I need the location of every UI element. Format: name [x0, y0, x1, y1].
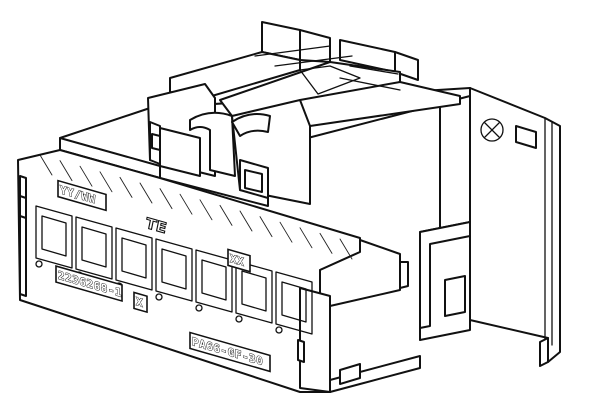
rib-line: [99, 171, 113, 193]
top-ribs: [39, 154, 353, 260]
rib-line: [279, 221, 293, 243]
housing-right-block: [419, 87, 561, 367]
logo-text: TE: [146, 214, 167, 238]
cavity: [35, 205, 73, 269]
marking-cavity-code: XX: [227, 248, 251, 273]
rib-line: [219, 204, 233, 226]
cavity: [235, 260, 273, 324]
side-slot: [515, 125, 537, 149]
latch-assembly: [147, 21, 461, 205]
front-housing: [17, 149, 421, 393]
rib-line: [79, 165, 93, 187]
svg-text:XX: XX: [230, 252, 244, 269]
rib-line: [199, 199, 213, 221]
cavity: [275, 271, 313, 335]
rib-line: [319, 232, 333, 254]
rib-line: [119, 176, 133, 198]
svg-text:X: X: [136, 295, 143, 310]
rib-line: [179, 193, 193, 215]
cavity: [155, 238, 193, 302]
rib-line: [259, 216, 273, 238]
cavity-row: [35, 205, 313, 335]
rib-line: [239, 210, 253, 232]
rib-line: [339, 238, 353, 260]
rib-line: [139, 182, 153, 204]
marking-part-suffix: X: [133, 291, 148, 314]
cavity: [195, 249, 233, 313]
recycling-symbol-icon: [480, 118, 504, 142]
rib-line: [159, 188, 173, 210]
rib-line: [299, 227, 313, 249]
rib-line: [39, 154, 53, 176]
rib-line: [59, 160, 73, 182]
logo-te: TE: [145, 214, 167, 239]
